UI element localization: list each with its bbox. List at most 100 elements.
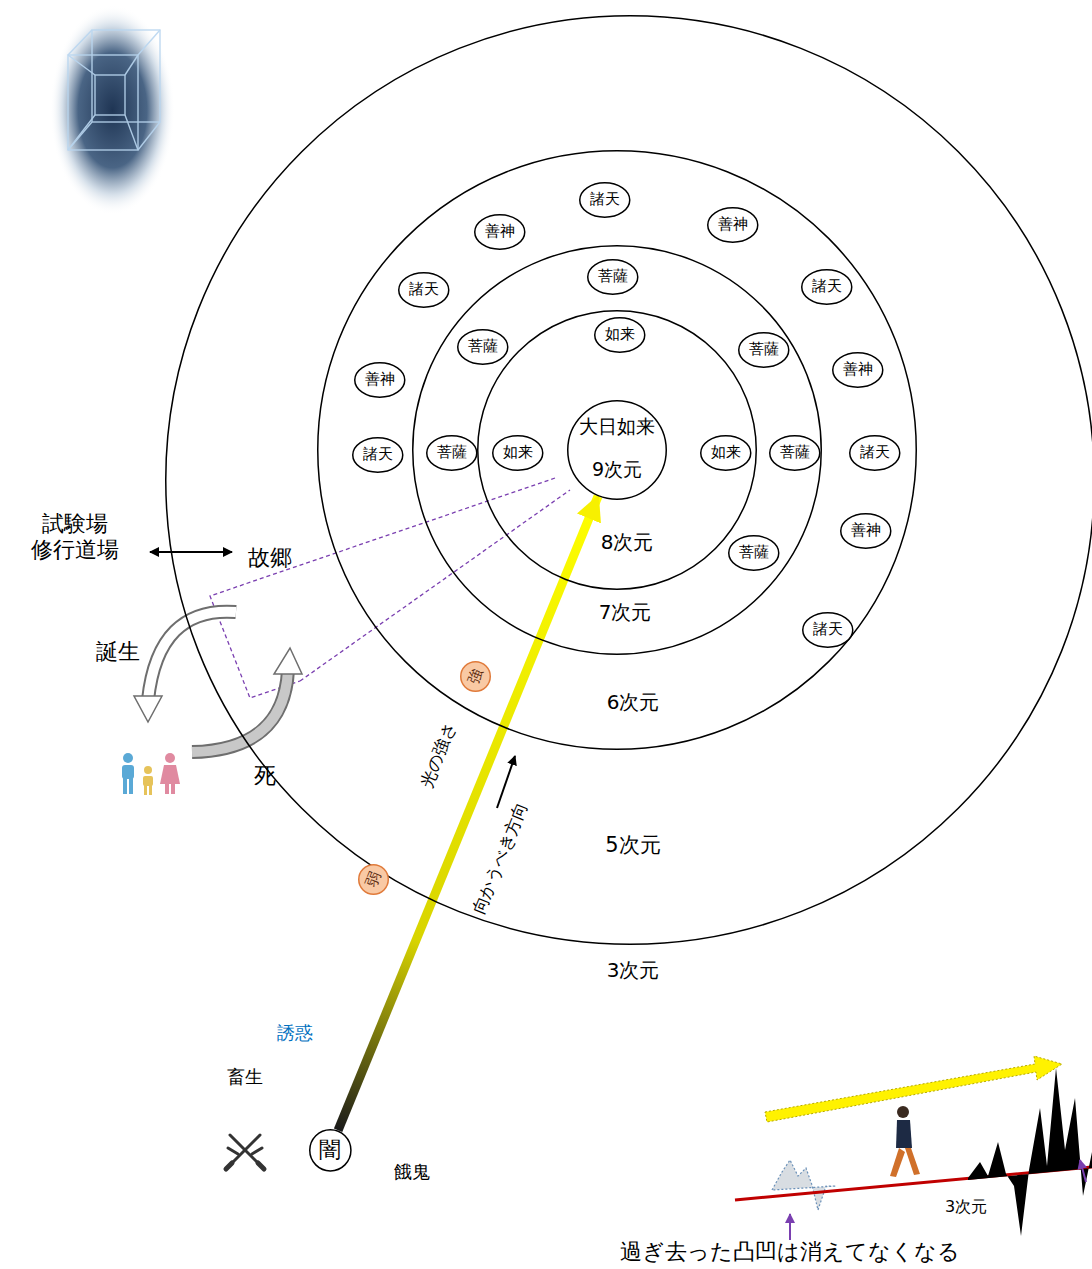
- deity-circle: 菩薩: [738, 332, 790, 368]
- family-icon: [122, 753, 180, 795]
- node-outline: [475, 215, 525, 250]
- node-outline: [850, 436, 900, 471]
- dimension-circle: 大日如来 9次元: [567, 400, 667, 500]
- node-outline: [461, 662, 491, 692]
- deity-name: 諸天: [590, 191, 620, 208]
- deity-circle: 善神: [832, 352, 884, 388]
- node-outline: [353, 438, 403, 473]
- node-outline: [568, 401, 667, 500]
- free-label: 誘惑: [277, 1022, 313, 1044]
- dimension-label: 6次元: [607, 691, 660, 714]
- darkness-circle: 闇: [309, 1129, 352, 1172]
- deity-name: 菩薩: [468, 338, 498, 355]
- deity-name: 諸天: [860, 444, 890, 461]
- deity-name: 善神: [485, 223, 515, 240]
- strength-marker: 弱: [358, 864, 389, 895]
- dimension-label: 5次元: [605, 833, 660, 857]
- path-illustration: [735, 1056, 1092, 1240]
- deity-circle: 如来: [594, 317, 646, 353]
- double-arrow: [150, 551, 232, 553]
- deity-name: 諸天: [409, 281, 439, 298]
- deity-name: 諸天: [812, 278, 842, 295]
- deity-circle: 善神: [354, 362, 406, 398]
- dimension-label: 9次元: [592, 459, 642, 481]
- node-outline: [359, 865, 389, 895]
- deity-circle: 菩薩: [728, 535, 780, 571]
- strength-marker: 強: [460, 661, 491, 692]
- dimension-circle: 大日如来9次元如来如来如来8次元菩薩菩薩菩薩菩薩菩薩菩薩7次元諸天善神善神諸天諸…: [165, 15, 1092, 945]
- deity-name: 菩薩: [739, 544, 769, 561]
- deity-circle: 諸天: [579, 182, 631, 218]
- deity-circle: 諸天: [849, 435, 901, 471]
- free-label: 3次元: [943, 1197, 989, 1216]
- node-outline: [729, 536, 779, 571]
- node-outline: [708, 208, 758, 243]
- node-outline: [317, 150, 917, 750]
- free-label: 死: [254, 763, 276, 789]
- deity-name: 菩薩: [780, 444, 810, 461]
- deity-circle: 諸天: [802, 612, 854, 648]
- node-outline: [567, 400, 667, 500]
- deity-circle: 菩薩: [426, 435, 478, 471]
- cycle-arrows: [134, 612, 302, 752]
- node-outline: [427, 436, 477, 471]
- dashed-guide: [210, 478, 570, 698]
- dimension-label: 大日如来: [579, 416, 655, 438]
- node-outline: [770, 436, 820, 471]
- swords-icon: [226, 1135, 264, 1169]
- deity-name: 如来: [503, 444, 533, 461]
- deity-circle: 善神: [840, 513, 892, 549]
- deity-name: 菩薩: [437, 444, 467, 461]
- deity-name: 菩薩: [598, 268, 628, 285]
- node-outline: [802, 270, 852, 305]
- deity-name: 諸天: [813, 621, 843, 638]
- node-outline: [493, 436, 543, 471]
- deity-name: 善神: [843, 361, 873, 378]
- node-outline: [588, 260, 638, 295]
- deity-circle: 菩薩: [769, 435, 821, 471]
- dimension-circle: 大日如来9次元如来如来如来8次元菩薩菩薩菩薩菩薩菩薩菩薩7次元諸天善神善神諸天諸…: [317, 150, 917, 750]
- node-outline: [841, 514, 891, 549]
- dimension-label: 8次元: [601, 531, 654, 554]
- deity-circle: 善神: [707, 207, 759, 243]
- deity-circle: 諸天: [398, 272, 450, 308]
- free-label: 3次元: [607, 958, 660, 982]
- node-outline: [803, 613, 853, 648]
- deity-circle: 諸天: [801, 269, 853, 305]
- free-label: 光の強さ: [416, 720, 460, 791]
- free-label: 故郷: [248, 545, 292, 571]
- deity-name: 闇: [319, 1137, 341, 1162]
- node-outline: [833, 353, 883, 388]
- deity-circle: 菩薩: [587, 259, 639, 295]
- deity-name: 諸天: [363, 446, 393, 463]
- light-arrow: [338, 496, 598, 1130]
- deity-circle: 菩薩: [457, 329, 509, 365]
- node-outline: [166, 16, 1092, 945]
- free-label: 過ぎ去った凸凹は消えてなくなる: [620, 1239, 960, 1265]
- dimension-circle: 大日如来9次元如来如来如来8次元: [477, 310, 757, 590]
- node-outline: [309, 1129, 350, 1170]
- deity-circle: 諸天: [352, 437, 404, 473]
- deity-name: 善神: [851, 522, 881, 539]
- node-outline: [399, 273, 449, 308]
- deity-name: 善神: [365, 371, 395, 388]
- deity-name: 如来: [605, 326, 635, 343]
- free-label: 餓鬼: [394, 1161, 430, 1183]
- dimension-circle: 大日如来9次元如来如来如来8次元菩薩菩薩菩薩菩薩菩薩菩薩7次元: [412, 245, 822, 655]
- free-label: 試験場 修行道場: [25, 511, 125, 564]
- node-outline: [355, 363, 405, 398]
- deity-name: 菩薩: [749, 341, 779, 358]
- node-outline: [739, 333, 789, 368]
- node-outline: [580, 183, 630, 218]
- free-label: 畜生: [227, 1066, 263, 1088]
- node-outline: [701, 436, 751, 471]
- walking-person: [890, 1106, 920, 1177]
- node-outline: [478, 311, 757, 590]
- tesseract-image: [50, 5, 175, 215]
- dimension-label: 7次元: [599, 601, 652, 624]
- node-outline: [413, 246, 822, 655]
- free-label: 誕生: [96, 639, 140, 665]
- deity-name: 如来: [711, 444, 741, 461]
